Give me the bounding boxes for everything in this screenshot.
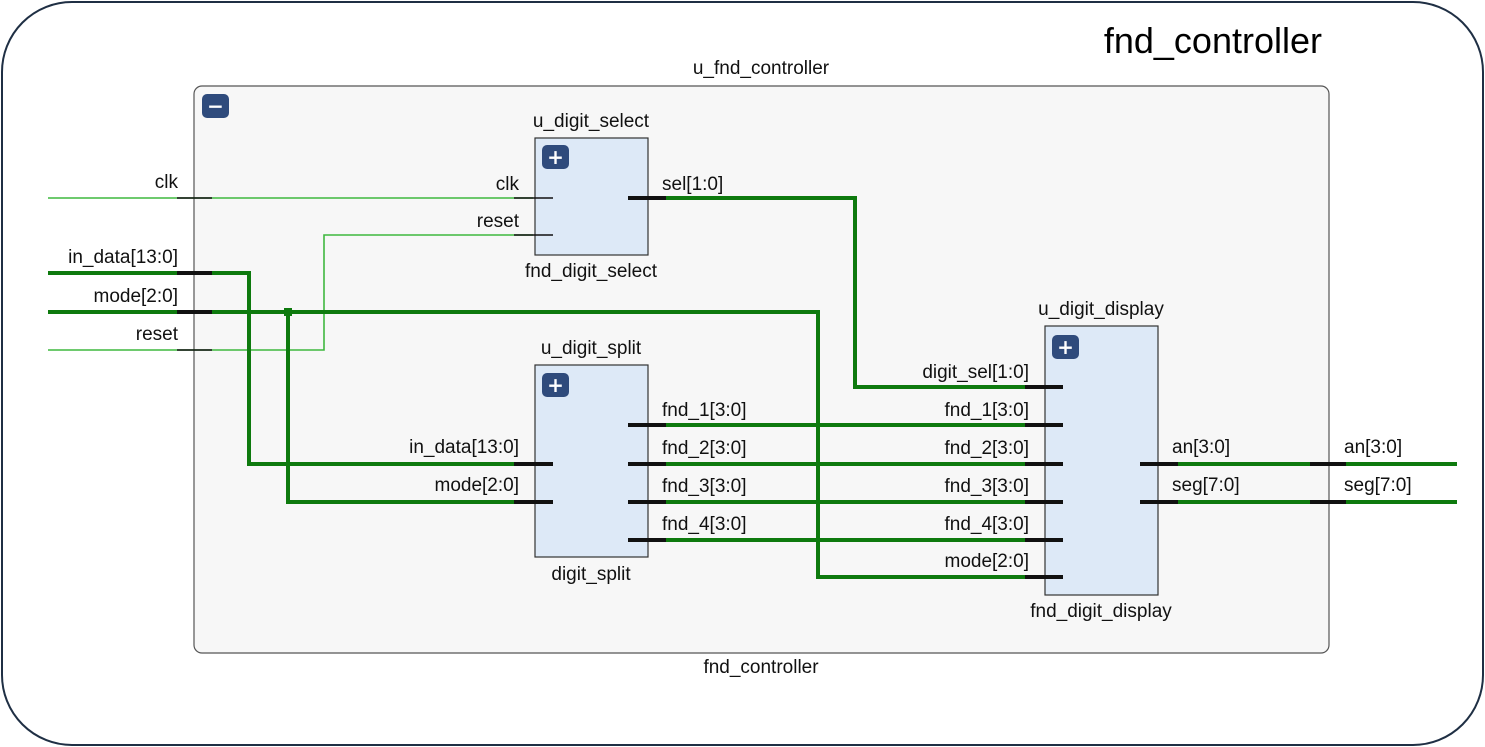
port-reset-label: reset <box>136 324 179 345</box>
block-select-instance: u_digit_select <box>533 111 650 132</box>
plus-icon: + <box>547 145 564 169</box>
collapse-button[interactable]: − <box>202 94 229 118</box>
bus-sel[interactable] <box>649 196 1045 389</box>
port-in-data-label: in_data[13:0] <box>68 247 178 268</box>
pin-display-fnd-3: fnd_3[3:0] <box>944 476 1029 497</box>
pin-display-fnd-4: fnd_4[3:0] <box>944 514 1029 535</box>
pin-select-clk: clk <box>496 174 520 195</box>
junction-dot <box>284 308 292 316</box>
pin-split-in-data: in_data[13:0] <box>409 437 519 458</box>
pin-display-an: an[3:0] <box>1172 437 1230 458</box>
block-select-module: fnd_digit_select <box>525 261 658 282</box>
container-fnd-controller[interactable] <box>193 85 1330 654</box>
select-pin-stubs <box>514 196 666 236</box>
pin-display-digit-sel: digit_sel[1:0] <box>922 362 1029 383</box>
plus-icon: + <box>547 373 564 397</box>
block-split-instance: u_digit_split <box>541 338 642 359</box>
block-display-instance: u_digit_display <box>1038 299 1164 320</box>
expand-button-select[interactable]: + <box>542 145 569 169</box>
top-port-stubs <box>177 197 1346 504</box>
pin-select-sel: sel[1:0] <box>662 174 723 195</box>
pin-split-fnd-4: fnd_4[3:0] <box>662 514 747 535</box>
pin-select-reset: reset <box>477 211 520 232</box>
block-digit-split[interactable]: + u_digit_split digit_split <box>534 338 649 585</box>
pin-display-mode: mode[2:0] <box>945 551 1030 572</box>
block-split-module: digit_split <box>551 564 631 585</box>
block-digit-display-body[interactable] <box>1044 325 1159 596</box>
pin-display-fnd-2: fnd_2[3:0] <box>944 438 1029 459</box>
plus-icon: + <box>1057 335 1074 359</box>
block-digit-display[interactable]: + u_digit_display fnd_digit_display <box>1030 299 1172 622</box>
expand-button-split[interactable]: + <box>542 373 569 397</box>
port-an-label: an[3:0] <box>1344 437 1402 458</box>
display-pin-stubs <box>1025 385 1178 579</box>
port-clk-label: clk <box>155 172 179 193</box>
pin-split-fnd-1: fnd_1[3:0] <box>662 400 747 421</box>
pin-display-seg: seg[7:0] <box>1172 475 1240 496</box>
pin-split-fnd-2: fnd_2[3:0] <box>662 438 747 459</box>
bus-mode-to-display[interactable] <box>48 310 1045 579</box>
pin-display-fnd-1: fnd_1[3:0] <box>944 400 1029 421</box>
container-module-label: fnd_controller <box>703 657 819 678</box>
expand-button-display[interactable]: + <box>1052 335 1079 359</box>
split-pin-stubs <box>514 423 666 542</box>
pin-split-fnd-3: fnd_3[3:0] <box>662 476 747 497</box>
buses <box>48 196 1457 579</box>
bus-in-data[interactable] <box>48 271 533 466</box>
port-mode-label: mode[2:0] <box>94 286 179 307</box>
minus-icon: − <box>207 94 224 118</box>
block-display-module: fnd_digit_display <box>1030 601 1172 622</box>
container-instance-label: u_fnd_controller <box>693 58 830 79</box>
diagram-title: fnd_controller <box>1104 20 1322 61</box>
port-seg-label: seg[7:0] <box>1344 475 1412 496</box>
bus-mode-to-split[interactable] <box>286 312 533 504</box>
pin-split-mode: mode[2:0] <box>435 475 520 496</box>
